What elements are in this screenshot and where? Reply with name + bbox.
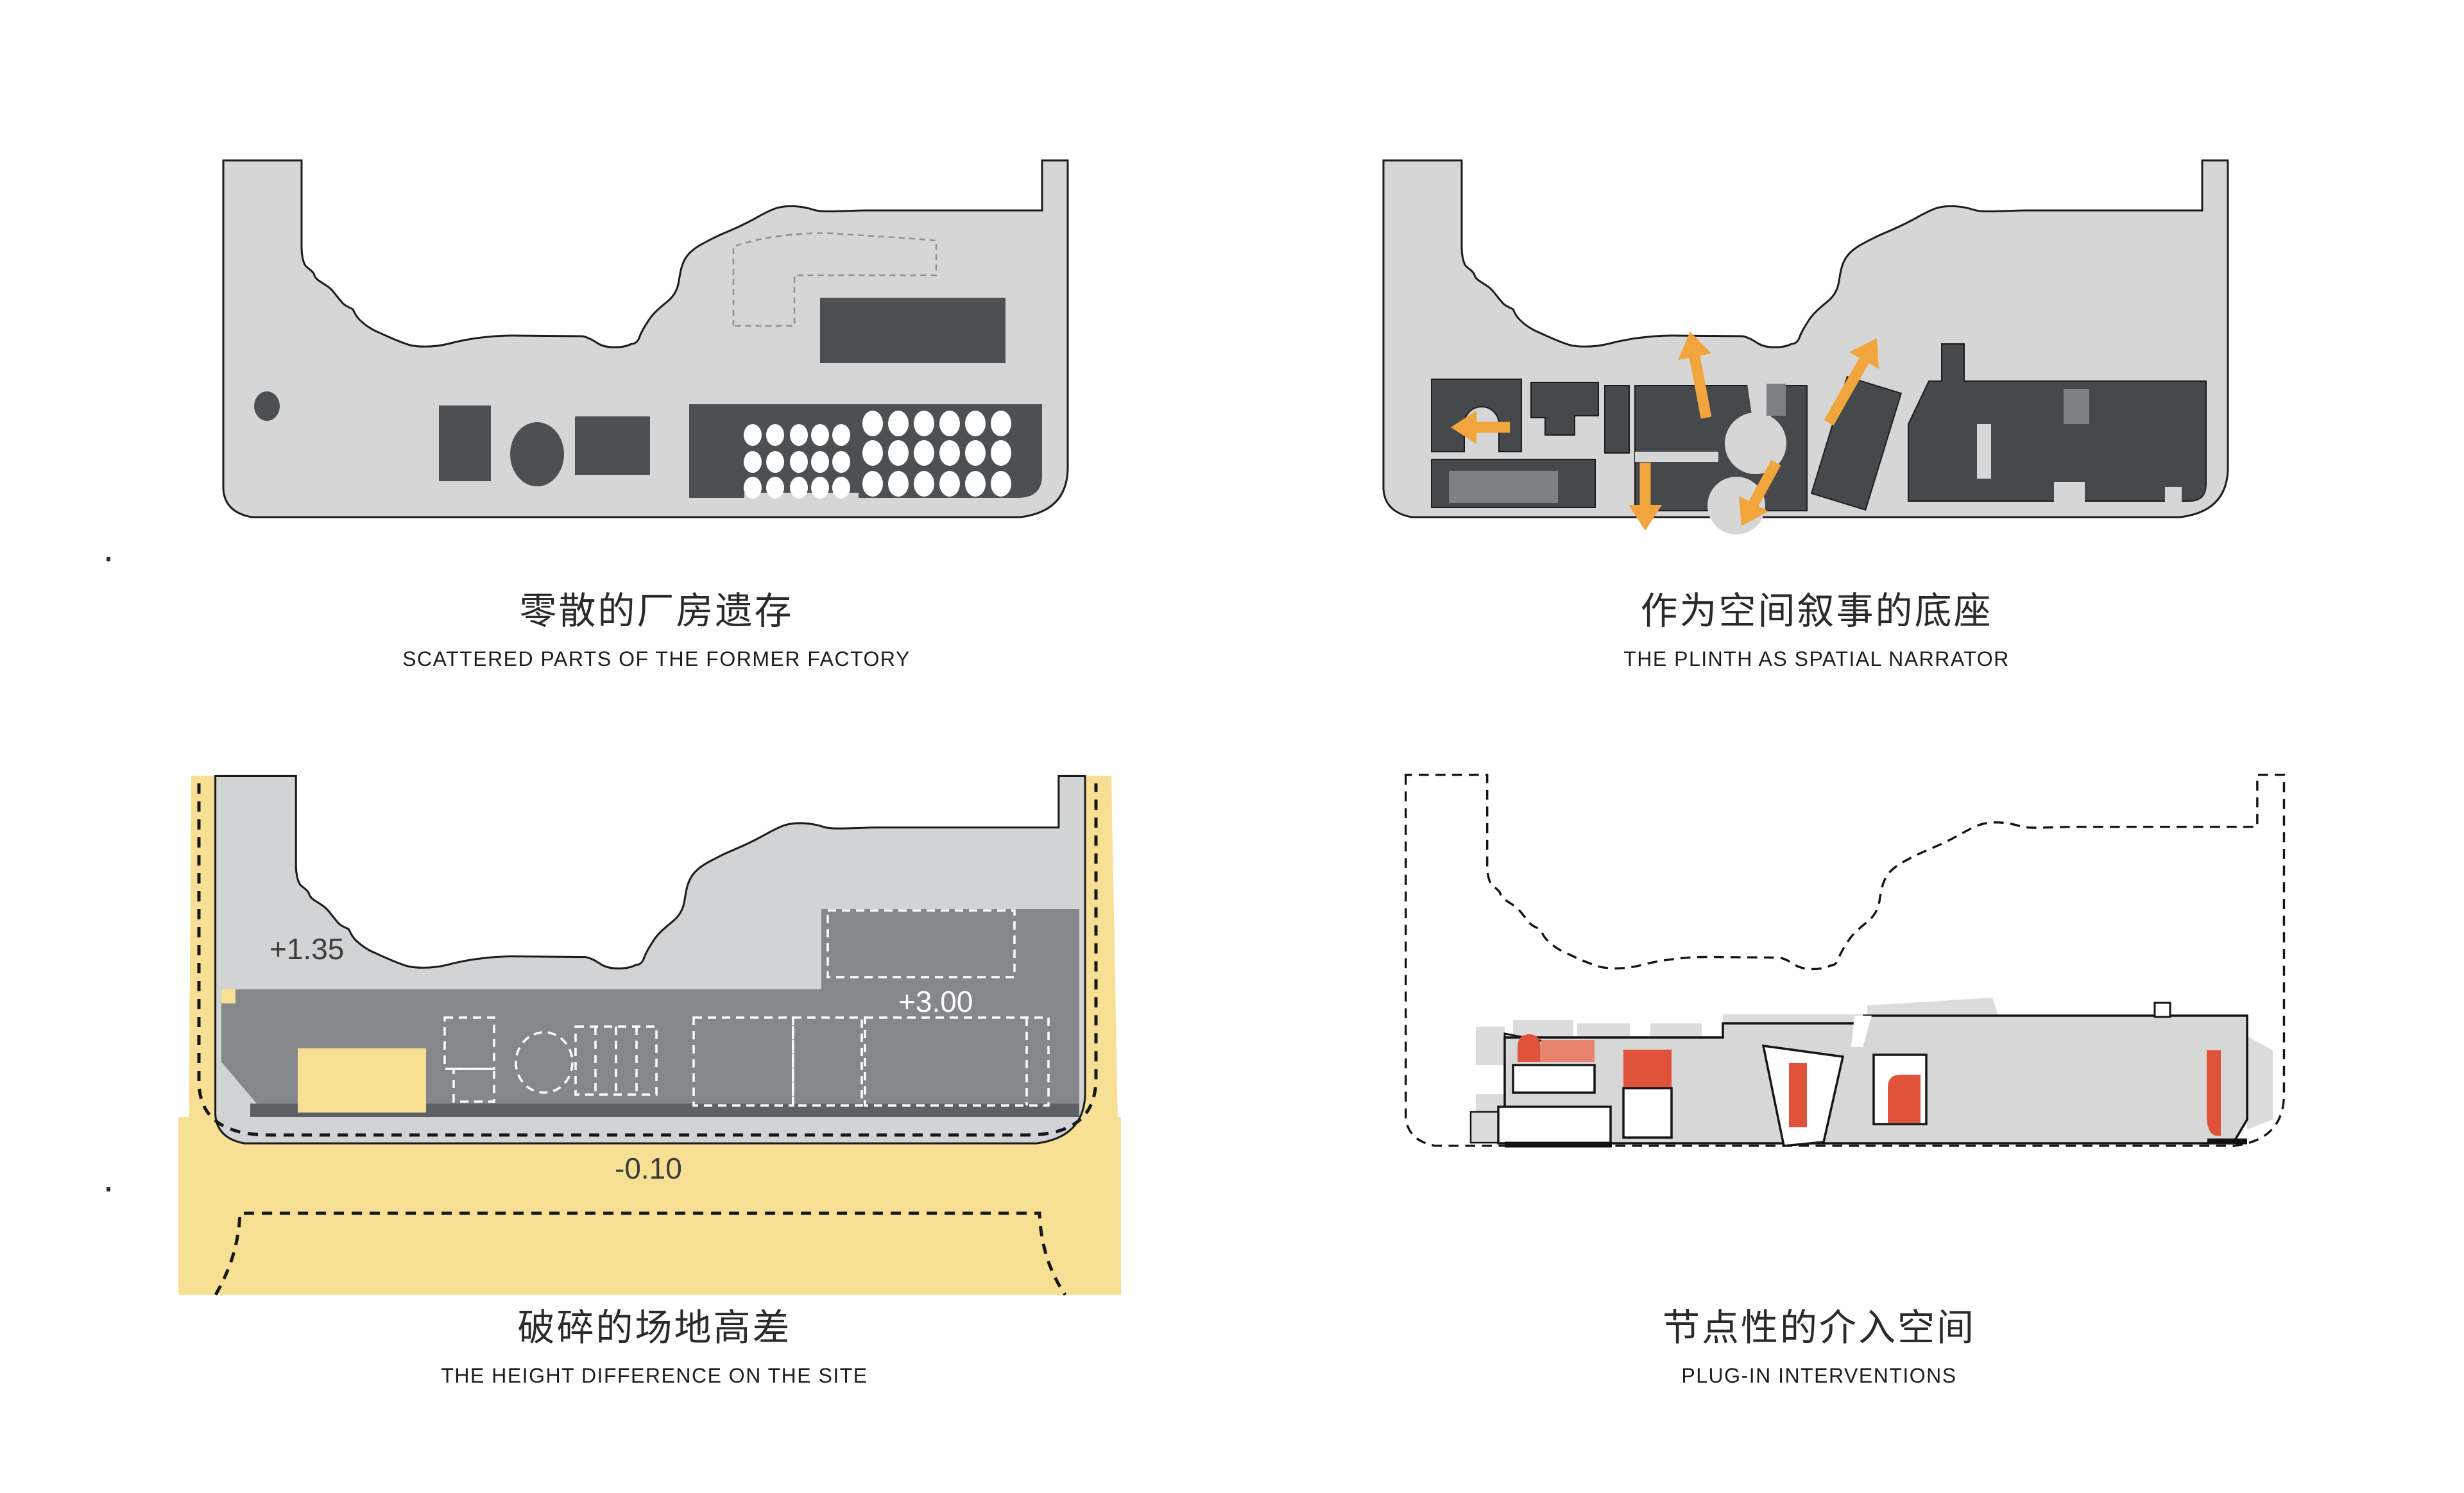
arrow-up bbox=[1678, 332, 1712, 419]
site-plan bbox=[1382, 159, 2229, 534]
diagram-plug-in bbox=[1373, 760, 2297, 1171]
arrow-down bbox=[1629, 463, 1662, 531]
road-bottom bbox=[178, 1117, 1121, 1295]
plinth-voids bbox=[1635, 368, 2182, 534]
circulation-arrows bbox=[1451, 332, 1879, 531]
kite-red-inner bbox=[1789, 1063, 1807, 1127]
caption-scattered-factory: 零散的厂房遗存 SCATTERED PARTS OF THE FORMER FA… bbox=[210, 581, 1102, 671]
caption-en: THE PLINTH AS SPATIAL NARRATOR bbox=[1623, 647, 2010, 670]
caption-zh: 作为空间叙事的底座 bbox=[1640, 590, 1993, 632]
level-label-upper: +1.35 bbox=[270, 932, 344, 966]
caption-zh: 破碎的场地高差 bbox=[517, 1307, 792, 1349]
demolished-building-dashed bbox=[732, 232, 937, 327]
building-block bbox=[575, 416, 650, 475]
plinth-rotated-slab bbox=[1810, 376, 1903, 511]
white-intervention-frames bbox=[1497, 1044, 1928, 1147]
caption-height-difference: 破碎的场地高差 THE HEIGHT DIFFERENCE ON THE SIT… bbox=[173, 1297, 1136, 1388]
plinth-step-piece bbox=[1530, 382, 1599, 436]
caption-plug-in: 节点性的介入空间 PLUG-IN INTERVENTIONS bbox=[1373, 1297, 2265, 1388]
level-label-platform: +3.00 bbox=[898, 985, 973, 1018]
diagram-height-difference: +1.35 +3.00 -0.10 bbox=[173, 760, 1136, 1299]
red-arch bbox=[1518, 1034, 1541, 1062]
slab-thick-edges bbox=[1505, 1138, 2247, 1148]
slab-gap bbox=[1851, 1016, 1872, 1047]
arrow-down-left bbox=[1739, 459, 1781, 526]
platform-yellow-notch bbox=[221, 989, 235, 1003]
column-grid-dots bbox=[744, 411, 1011, 499]
arrow-up-right bbox=[1824, 338, 1879, 426]
platform-plus3 bbox=[221, 909, 1079, 1104]
caption-zh: 零散的厂房遗存 bbox=[519, 590, 794, 632]
site-boundary-dashed bbox=[197, 783, 1098, 1296]
caption-en: SCATTERED PARTS OF THE FORMER FACTORY bbox=[402, 647, 911, 670]
yellow-terrace bbox=[298, 1048, 426, 1113]
plinth-courts bbox=[1449, 384, 2089, 503]
caption-plinth-narrator: 作为空间叙事的底座 THE PLINTH AS SPATIAL NARRATOR bbox=[1371, 581, 2263, 671]
plinth-strip bbox=[1604, 385, 1630, 454]
level-label-road: -0.10 bbox=[615, 1152, 682, 1185]
red-bar-right bbox=[2207, 1050, 2221, 1136]
site-plan bbox=[222, 159, 1069, 518]
caption-en: THE HEIGHT DIFFERENCE ON THE SITE bbox=[441, 1364, 868, 1387]
rect3-red-inner bbox=[1888, 1075, 1921, 1123]
red-block bbox=[1623, 1050, 1672, 1088]
caption-en: PLUG-IN INTERVENTIONS bbox=[1681, 1364, 1957, 1387]
arrow-left bbox=[1451, 411, 1510, 444]
caption-zh: 节点性的介入空间 bbox=[1662, 1307, 1976, 1349]
ink-speck bbox=[107, 1187, 110, 1191]
diagram-plinth-narrator bbox=[1371, 151, 2263, 549]
salmon-block bbox=[1541, 1040, 1595, 1062]
building-silo bbox=[254, 391, 280, 421]
building-footprints-dashed bbox=[443, 909, 1050, 1107]
building-block bbox=[820, 298, 1005, 363]
ink-speck bbox=[107, 557, 110, 561]
building-block bbox=[439, 405, 491, 481]
chimney bbox=[2153, 1002, 2171, 1018]
building-round bbox=[510, 422, 564, 486]
diagram-scattered-factory bbox=[210, 151, 1102, 527]
platform-edge-strip bbox=[250, 1104, 1079, 1117]
